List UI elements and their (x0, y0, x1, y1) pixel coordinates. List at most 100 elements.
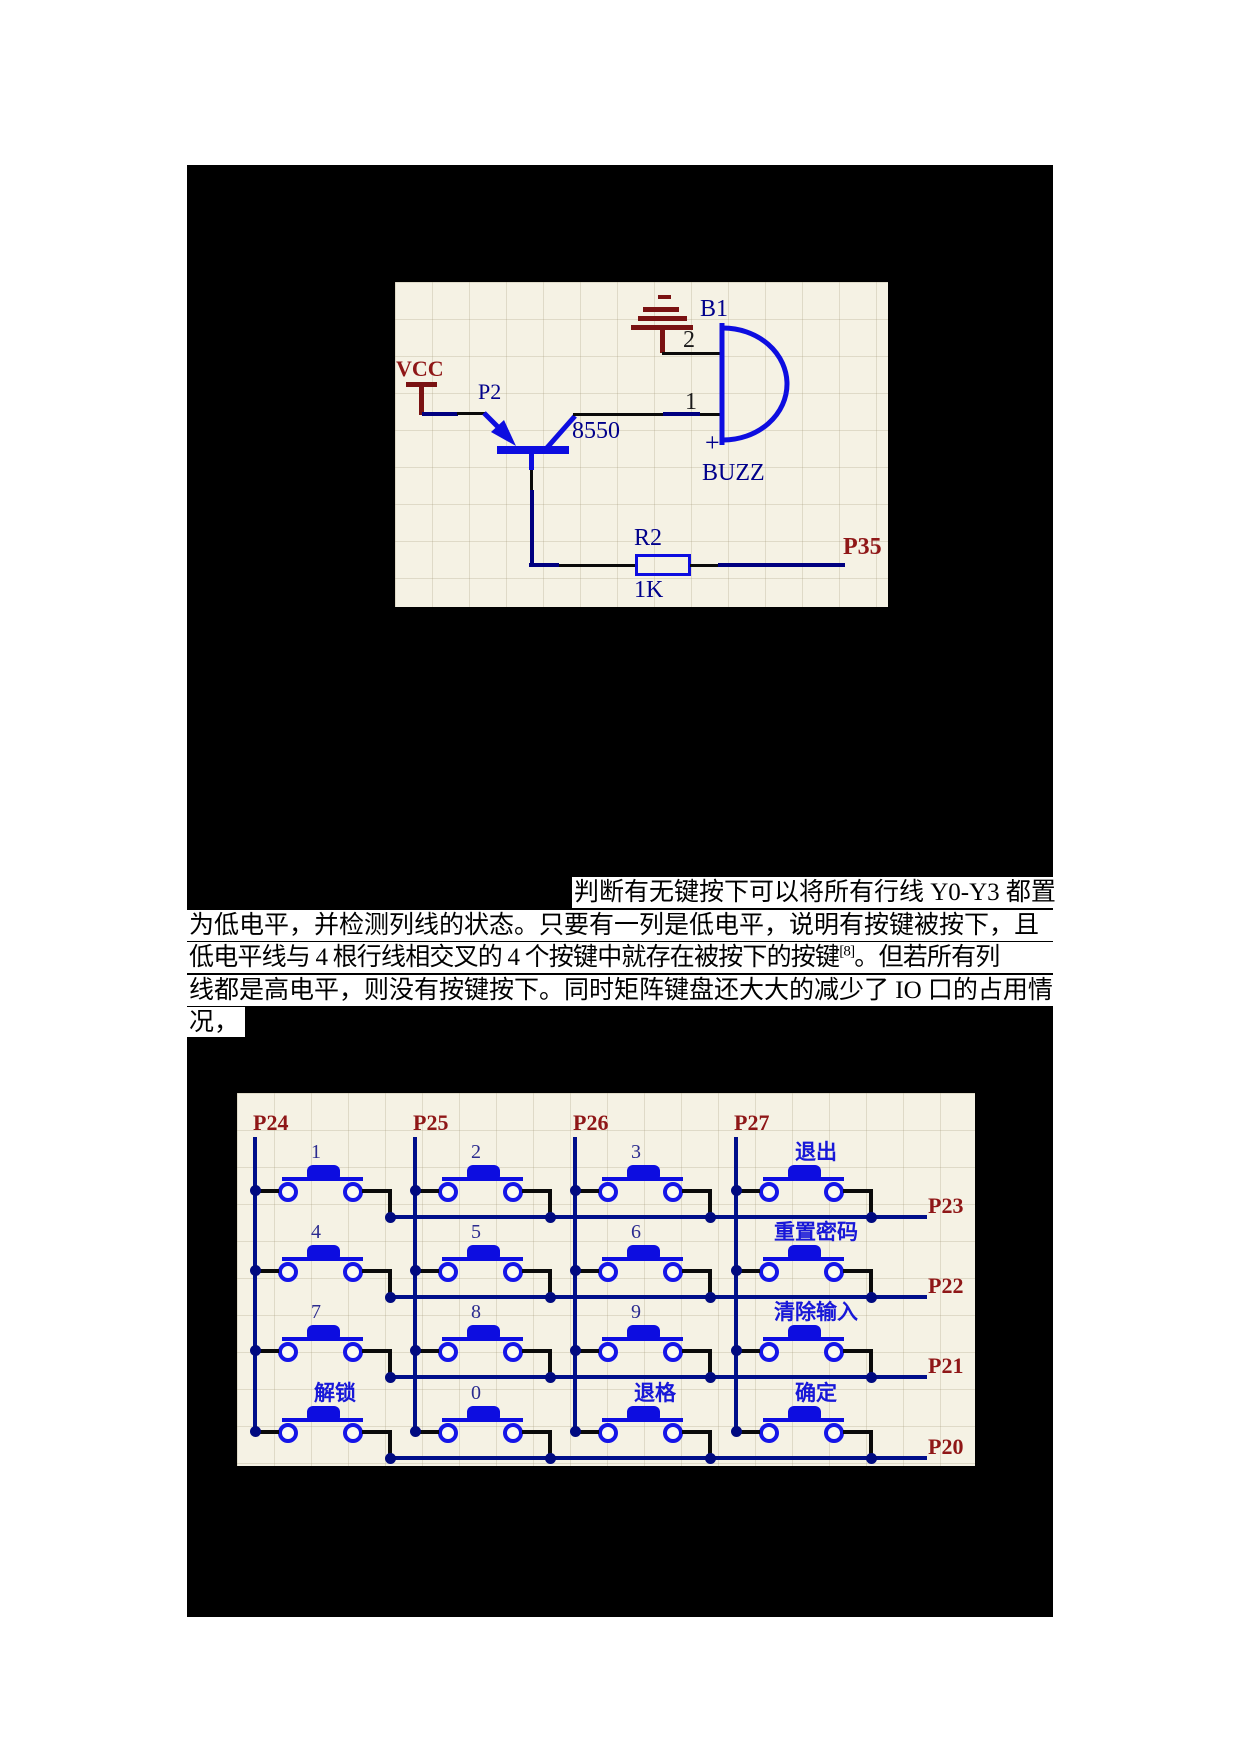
speaker-symbol-icon (658, 295, 671, 299)
junction-dot (570, 1185, 581, 1196)
junction-dot (250, 1426, 261, 1437)
wire-segment (388, 1189, 392, 1219)
wire-segment (255, 1189, 279, 1193)
key-cap-icon (307, 1245, 340, 1258)
junction-dot (866, 1212, 877, 1223)
wire-segment (708, 1269, 712, 1299)
junction-dot (545, 1453, 556, 1464)
wire-segment (869, 1269, 873, 1299)
wire-segment (255, 1269, 279, 1273)
key-pin-left (278, 1423, 298, 1443)
key-label: 重置密码 (774, 1220, 858, 1244)
key-exit: 退出 (731, 1137, 896, 1223)
junction-dot (545, 1292, 556, 1303)
junction-dot (385, 1292, 396, 1303)
key-plate (442, 1257, 523, 1261)
key-plate (763, 1337, 844, 1341)
key-plate (602, 1418, 683, 1422)
wire-segment (522, 1349, 551, 1353)
buzzer-ref-label: B1 (700, 296, 729, 322)
speaker-symbol-bar (638, 316, 687, 321)
key-pin-left (598, 1423, 618, 1443)
key-plate (442, 1337, 523, 1341)
wire-segment (690, 563, 718, 567)
junction-dot (250, 1265, 261, 1276)
wire-segment (682, 1349, 711, 1353)
buzzer-name-label: BUZZ (702, 460, 765, 486)
key-cap-icon (467, 1406, 500, 1419)
wire-segment (255, 1430, 279, 1434)
key-pin-left (438, 1262, 458, 1282)
wire-segment (869, 1189, 873, 1219)
row-wire-p20 (390, 1456, 927, 1460)
key-clear-input: 清除输入 (731, 1297, 896, 1383)
wire-segment (708, 1189, 712, 1219)
wire-segment (362, 1269, 391, 1273)
key-pin-left (438, 1342, 458, 1362)
wire-segment (415, 1189, 439, 1193)
junction-dot (385, 1212, 396, 1223)
key-label: 6 (631, 1221, 641, 1243)
wire-segment (388, 1349, 392, 1379)
junction-dot (705, 1372, 716, 1383)
key-plate (282, 1177, 363, 1181)
junction-dot (705, 1453, 716, 1464)
wire-segment (415, 1430, 439, 1434)
buzzer-circuit-panel: VCC P2 8550 2 1 B1 (395, 282, 888, 607)
key-pin-right (824, 1262, 844, 1282)
wire-segment (415, 1269, 439, 1273)
key-pin-left (278, 1342, 298, 1362)
key-plate (602, 1257, 683, 1261)
key-pin-left (598, 1182, 618, 1202)
junction-dot (410, 1426, 421, 1437)
key-cap-icon (627, 1406, 660, 1419)
wire-segment (736, 1349, 760, 1353)
paragraph-line-3-tail: 。但若所有列 (854, 944, 1000, 971)
junction-dot (385, 1453, 396, 1464)
buzzer-plus-sign: + (705, 428, 720, 457)
junction-dot (705, 1212, 716, 1223)
transistor-base-bar (497, 446, 569, 454)
key-6: 6 (570, 1217, 735, 1303)
key-plate (763, 1418, 844, 1422)
key-label: 退出 (795, 1140, 837, 1164)
column-label-p24: P24 (253, 1110, 289, 1135)
key-label: 8 (471, 1301, 481, 1323)
buzzer-body-icon (719, 323, 790, 445)
wire-segment (362, 1349, 391, 1353)
key-pin-left (759, 1423, 779, 1443)
wire-segment (548, 1269, 552, 1299)
key-pin-left (278, 1262, 298, 1282)
paragraph-line-3: 低电平线与 4 根行线相交叉的 4 个按键中就存在被按下的按键[8]。但若所有列 (187, 942, 1053, 973)
row-label-p23: P23 (928, 1193, 964, 1218)
row-label-p20: P20 (928, 1434, 964, 1459)
key-cap-icon (788, 1325, 821, 1338)
wire-segment (529, 453, 534, 470)
vcc-power-stem (419, 387, 424, 415)
wire-segment (255, 1349, 279, 1353)
key-pin-right (824, 1423, 844, 1443)
wire-segment (422, 412, 458, 416)
speaker-symbol-bar (631, 325, 693, 330)
wire-segment (573, 413, 663, 416)
buzzer-pin2-number: 2 (683, 327, 695, 353)
wire-segment (388, 1269, 392, 1299)
column-wire-p27 (734, 1137, 738, 1433)
wire-segment (575, 1269, 599, 1273)
key-pin-right (343, 1262, 363, 1282)
key-pin-right (824, 1342, 844, 1362)
key-label: 确定 (795, 1381, 837, 1405)
wire-segment (700, 413, 722, 416)
wire-segment (457, 412, 485, 415)
junction-dot (570, 1426, 581, 1437)
column-wire-p26 (573, 1137, 577, 1433)
paragraph-line-4: 线都是高电平，则没有按键按下。同时矩阵键盘还大大的减少了 IO 口的占用情 (187, 975, 1053, 1006)
key-7: 7 (250, 1297, 415, 1383)
wire-segment (736, 1269, 760, 1273)
key-cap-icon (627, 1245, 660, 1258)
row-label-p21: P21 (928, 1353, 964, 1378)
junction-dot (385, 1372, 396, 1383)
resistor-icon (635, 554, 691, 576)
key-pin-left (759, 1342, 779, 1362)
column-label-p26: P26 (573, 1110, 609, 1135)
